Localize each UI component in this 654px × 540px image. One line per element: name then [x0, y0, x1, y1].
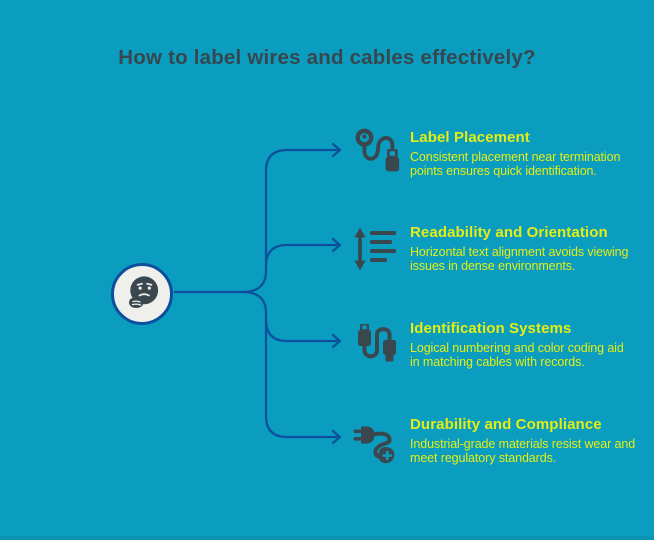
- text-line-spacing-icon: [352, 223, 400, 275]
- step-item-durability-compliance: Durability and Compliance Industrial-gra…: [352, 415, 654, 467]
- eco-plug-icon: [352, 415, 400, 467]
- step-description: Industrial-grade materials resist wear a…: [410, 437, 636, 466]
- step-item-readability-orientation: Readability and Orientation Horizontal t…: [352, 223, 654, 275]
- thinking-face-icon: [129, 276, 159, 308]
- page-title: How to label wires and cables effectivel…: [118, 46, 536, 69]
- cable-label-tag-icon: [352, 128, 400, 180]
- step-description: Horizontal text alignment avoids viewing…: [410, 245, 629, 274]
- connected-cables-icon: [352, 319, 400, 371]
- branch-line-2: [264, 243, 341, 268]
- branch-line-3: [264, 318, 341, 343]
- step-title: Readability and Orientation: [410, 224, 608, 241]
- step-description: Logical numbering and color coding aid i…: [410, 341, 624, 370]
- step-title: Durability and Compliance: [410, 416, 602, 433]
- step-item-identification-systems: Identification Systems Logical numbering…: [352, 319, 654, 371]
- arrowhead-icon: [331, 237, 342, 253]
- step-title: Identification Systems: [410, 320, 572, 337]
- branch-line-4: [241, 290, 341, 439]
- step-description: Consistent placement near termination po…: [410, 150, 621, 179]
- step-item-label-placement: Label Placement Consistent placement nea…: [352, 128, 654, 180]
- central-thinker-bubble: [111, 263, 173, 325]
- branch-line-1: [241, 148, 341, 294]
- bottom-edge-bar: [0, 536, 654, 540]
- step-title: Label Placement: [410, 129, 530, 146]
- arrowhead-icon: [331, 333, 342, 349]
- arrowhead-icon: [331, 429, 342, 445]
- arrowhead-icon: [331, 142, 342, 158]
